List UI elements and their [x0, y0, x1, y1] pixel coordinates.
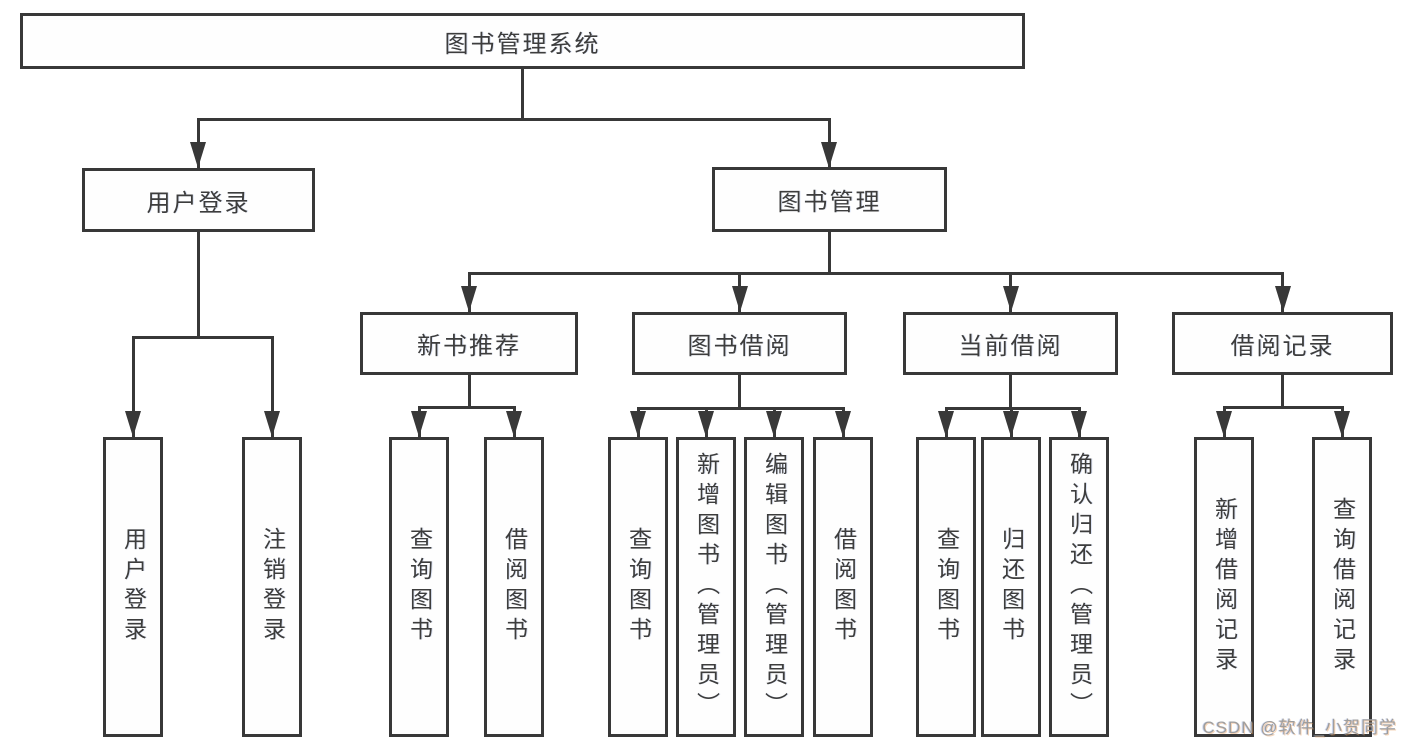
arrow-down-current-child2 — [1003, 411, 1019, 437]
arrow-down-records-child2 — [1334, 411, 1350, 437]
node-borrow-records-label: 借阅记录 — [1230, 333, 1335, 360]
leaf-user-login-label: 用户登录 — [120, 527, 147, 647]
connector-mgmt-hbar — [467, 272, 1284, 275]
leaf-add-borrow-record-label: 新增借阅记录 — [1211, 497, 1238, 677]
connector-mgmt-stem — [827, 232, 831, 272]
connector-login-hbar — [131, 336, 274, 339]
connector-root-hbar — [196, 118, 831, 121]
arrow-down-login-child1 — [125, 411, 141, 437]
leaf-logout: 注销登录 — [242, 437, 302, 737]
leaf-borrow-book-2: 借阅图书 — [813, 437, 873, 737]
node-new-book-recommend: 新书推荐 — [360, 312, 578, 375]
leaf-add-borrow-record: 新增借阅记录 — [1194, 437, 1254, 737]
leaf-return-book-label: 归还图书 — [998, 527, 1025, 647]
leaf-borrow-book-2-label: 借阅图书 — [830, 527, 857, 647]
node-book-borrow-label: 图书借阅 — [687, 333, 792, 360]
arrow-down-current-child1 — [938, 411, 954, 437]
arrow-down-records-child1 — [1216, 411, 1232, 437]
arrow-down-to-recommend — [461, 286, 477, 312]
arrow-down-to-borrow — [731, 286, 748, 312]
leaf-logout-label: 注销登录 — [259, 527, 286, 647]
arrow-down-borrow-child3 — [766, 411, 782, 437]
arrow-down-to-records — [1274, 286, 1291, 312]
leaf-query-book-1: 查询图书 — [389, 437, 449, 737]
node-user-login-label: 用户登录 — [146, 189, 251, 217]
node-user-login: 用户登录 — [82, 168, 315, 232]
connector-login-child1-stem — [131, 336, 135, 437]
leaf-add-book-admin-label: 新增图书（管理员） — [693, 452, 720, 722]
leaf-query-book-3: 查询图书 — [916, 437, 976, 737]
leaf-query-book-1-label: 查询图书 — [406, 527, 433, 647]
connector-records-hbar — [1222, 406, 1344, 409]
csdn-watermark: CSDN @软件_小贺同学 — [1202, 718, 1397, 737]
connector-recommend-hbar — [417, 406, 516, 409]
arrow-down-borrow-child2 — [698, 411, 714, 437]
arrow-down-current-child3 — [1071, 411, 1087, 437]
connector-records-stem — [1281, 375, 1284, 406]
node-book-borrow: 图书借阅 — [632, 312, 847, 375]
leaf-confirm-return-admin-label: 确认归还（管理员） — [1066, 452, 1093, 722]
node-book-management-label: 图书管理 — [777, 189, 882, 216]
connector-login-child2-stem — [270, 336, 274, 437]
leaf-query-borrow-record-label: 查询借阅记录 — [1329, 497, 1356, 677]
arrow-down-recommend-child1 — [411, 411, 427, 437]
arrow-down-recommend-child2 — [506, 411, 522, 437]
connector-root-stem — [520, 69, 524, 118]
arrow-down-borrow-child1 — [630, 411, 646, 437]
leaf-query-book-3-label: 查询图书 — [933, 527, 960, 647]
leaf-edit-book-admin: 编辑图书（管理员） — [744, 437, 804, 737]
leaf-query-book-2-label: 查询图书 — [625, 527, 652, 647]
leaf-confirm-return-admin: 确认归还（管理员） — [1049, 437, 1109, 737]
arrow-down-login-child2 — [264, 411, 280, 437]
connector-borrow-stem — [738, 375, 741, 407]
node-current-borrow-label: 当前借阅 — [958, 333, 1063, 360]
connector-borrow-hbar — [636, 407, 845, 410]
leaf-return-book: 归还图书 — [981, 437, 1041, 737]
leaf-borrow-book-1-label: 借阅图书 — [501, 527, 528, 647]
arrow-down-borrow-child4 — [835, 411, 851, 437]
node-root: 图书管理系统 — [20, 13, 1025, 69]
arrow-down-to-current — [1002, 286, 1019, 312]
leaf-user-login: 用户登录 — [103, 437, 163, 737]
node-new-book-recommend-label: 新书推荐 — [417, 333, 521, 360]
arrow-down-to-mgmt — [821, 142, 837, 168]
leaf-edit-book-admin-label: 编辑图书（管理员） — [761, 452, 788, 722]
leaf-add-book-admin: 新增图书（管理员） — [676, 437, 736, 737]
leaf-query-book-2: 查询图书 — [608, 437, 668, 737]
arrow-down-to-login — [190, 142, 206, 168]
connector-login-stem — [196, 232, 200, 336]
leaf-query-borrow-record: 查询借阅记录 — [1312, 437, 1372, 737]
connector-current-stem — [1009, 375, 1012, 407]
leaf-borrow-book-1: 借阅图书 — [484, 437, 544, 737]
node-root-label: 图书管理系统 — [444, 30, 601, 58]
connector-recommend-stem — [467, 375, 471, 406]
connector-current-hbar — [944, 407, 1081, 410]
node-borrow-records: 借阅记录 — [1172, 312, 1393, 375]
node-current-borrow: 当前借阅 — [903, 312, 1118, 375]
node-book-management: 图书管理 — [712, 167, 947, 232]
